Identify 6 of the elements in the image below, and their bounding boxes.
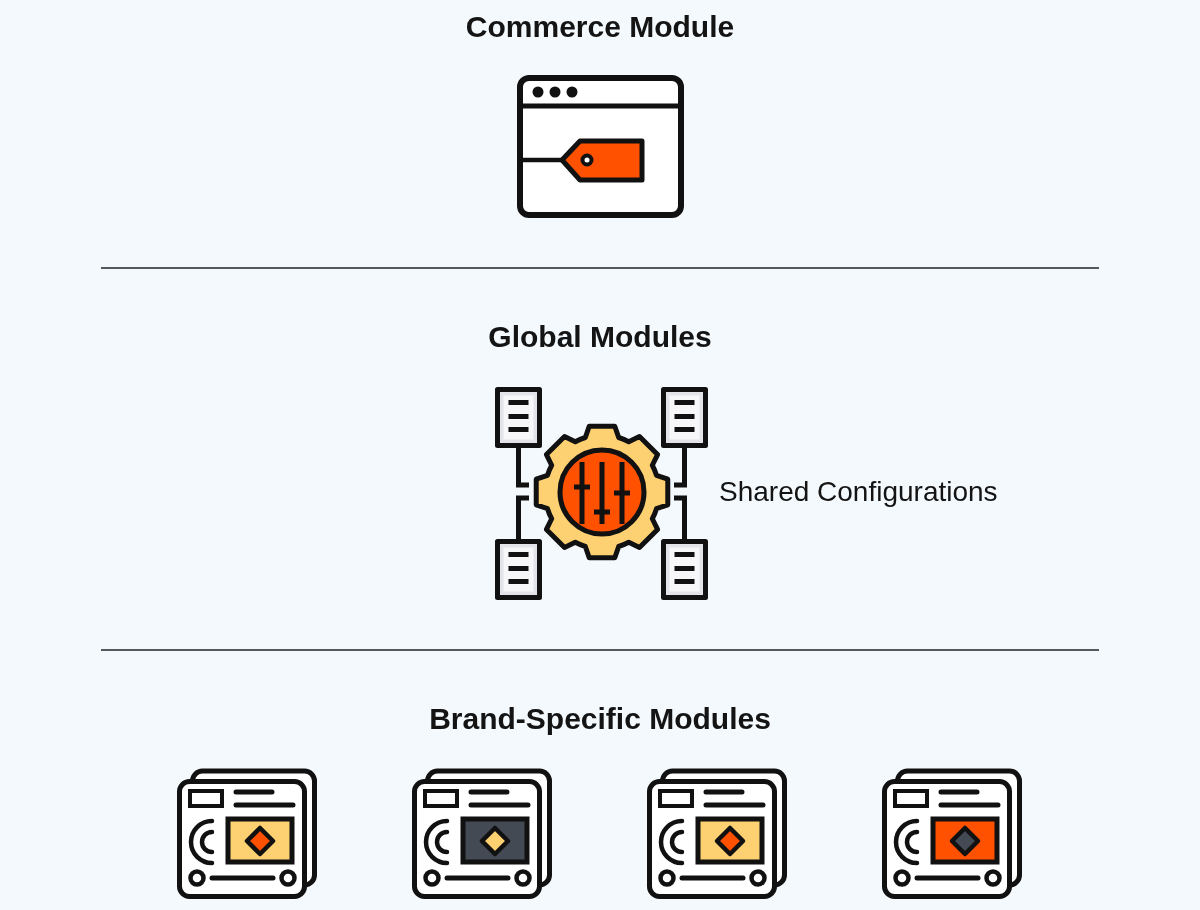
browser-window-icon (517, 75, 684, 218)
section-heading: Global Modules (488, 319, 712, 355)
side-label: Shared Configurations (719, 475, 998, 509)
section-heading: Commerce Module (465, 9, 735, 45)
section-heading: Brand-Specific Modules (429, 701, 771, 737)
gear-documents-icon (493, 386, 710, 601)
